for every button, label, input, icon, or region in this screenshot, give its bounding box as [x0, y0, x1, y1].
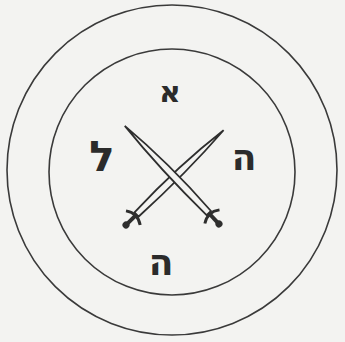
sword [119, 118, 229, 234]
hebrew-letter: ל [89, 136, 114, 178]
hebrew-letter: ה [149, 245, 174, 281]
hebrew-letter: א [159, 77, 181, 107]
sword [116, 122, 229, 235]
inner-circle [49, 49, 295, 295]
outer-circle [7, 5, 337, 335]
hebrew-letter: ה [232, 140, 257, 176]
